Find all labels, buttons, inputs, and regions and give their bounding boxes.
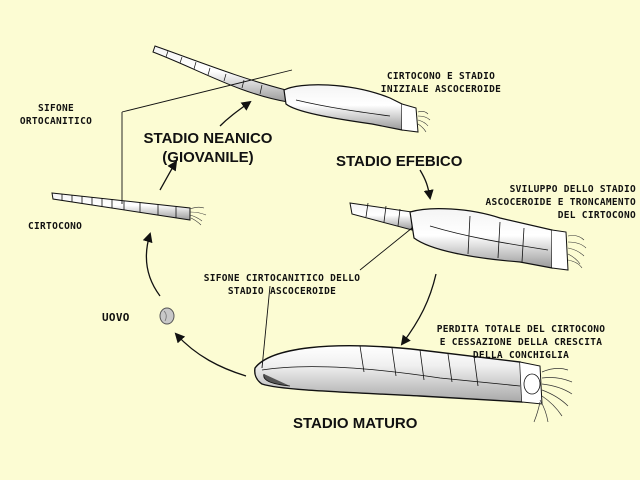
label-perdita-line1: PERDITA TOTALE DEL CIRTOCONO — [436, 324, 606, 335]
stage-neanico-line1: STADIO NEANICO — [143, 130, 273, 147]
arrow-maturo-uovo — [174, 332, 247, 377]
arrow-sviluppo-maturo — [400, 273, 437, 346]
egg — [159, 307, 175, 325]
label-uovo: UOVO — [102, 311, 130, 324]
label-perdita: PERDITA TOTALE DEL CIRTOCONO E CESSAZION… — [408, 323, 634, 362]
leader-sifone-ortocanitico-top — [121, 69, 293, 113]
leader-lines — [121, 69, 413, 369]
label-cirtocono-ascoceroide-line1: CIRTOCONO E STADIO — [386, 71, 496, 82]
shell-sviluppo-troncamento — [349, 202, 587, 271]
arrow-neanico-ascoceroide — [219, 100, 252, 127]
leader-sifone-cirtocanitico-right — [359, 227, 413, 271]
cycle-arrows — [142, 100, 437, 377]
shell-cirtocono-ascoceroide — [152, 45, 431, 133]
label-sviluppo-line2: ASCOCEROIDE E TRONCAMENTO — [485, 197, 636, 208]
label-sifone-cirtocanitico-line1: SIFONE CIRTOCANITICO DELLO — [203, 273, 361, 284]
label-sviluppo: SVILUPPO DELLO STADIO ASCOCEROIDE E TRON… — [424, 183, 636, 222]
stage-neanico-label: STADIO NEANICO (GIOVANILE) — [128, 129, 288, 167]
label-sviluppo-line3: DEL CIRTOCONO — [557, 210, 636, 221]
label-sifone-ortocanitico: SIFONE ORTOCANITICO — [14, 102, 98, 128]
stage-maturo-label: STADIO MATURO — [293, 415, 418, 432]
stage-efebico-label: STADIO EFEBICO — [336, 153, 463, 170]
label-sifone-cirtocanitico: SIFONE CIRTOCANITICO DELLO STADIO ASCOCE… — [180, 272, 384, 298]
arrow-cirtocono-neanico — [159, 160, 178, 191]
arrow-uovo-cirtocono — [142, 232, 161, 297]
label-sifone-ortocanitico-line2: ORTOCANITICO — [19, 116, 93, 127]
shell-cirtocono — [51, 192, 207, 226]
arrow-efebico-sviluppo — [419, 169, 434, 200]
stage-neanico-line2: (GIOVANILE) — [162, 149, 254, 166]
leader-sifone-cirtocanitico-left — [261, 285, 271, 369]
label-sifone-cirtocanitico-line2: STADIO ASCOCEROIDE — [227, 286, 337, 297]
label-cirtocono-ascoceroide: CIRTOCONO E STADIO INIZIALE ASCOCEROIDE — [356, 70, 526, 96]
label-perdita-line3: DELLA CONCHIGLIA — [472, 350, 570, 361]
label-perdita-line2: E CESSAZIONE DELLA CRESCITA — [439, 337, 603, 348]
label-sifone-ortocanitico-line1: SIFONE — [37, 103, 75, 114]
label-sviluppo-line1: SVILUPPO DELLO STADIO — [509, 184, 636, 195]
shell-stadio-maturo — [254, 344, 573, 423]
label-cirtocono: CIRTOCONO — [28, 221, 83, 232]
label-cirtocono-ascoceroide-line2: INIZIALE ASCOCEROIDE — [380, 84, 502, 95]
